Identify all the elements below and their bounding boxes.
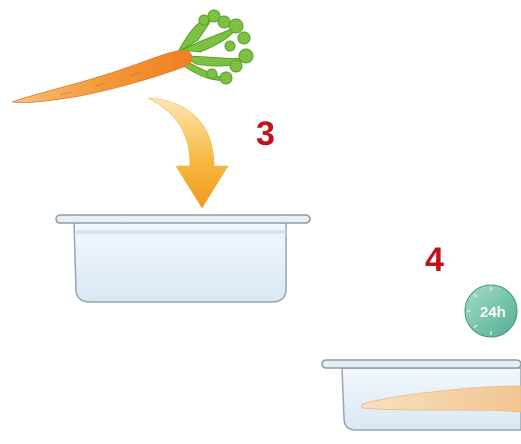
carrot-illustration	[12, 10, 253, 103]
step-3-number: 3	[256, 117, 275, 151]
step-4-number: 4	[425, 243, 444, 277]
curved-arrow-icon	[148, 98, 228, 208]
carrot-body	[12, 50, 192, 103]
timer-label: 24h	[480, 304, 506, 321]
carrot-greens	[178, 10, 253, 84]
clock-icon: 24h	[465, 285, 517, 337]
soaking-bowl-illustration	[322, 360, 521, 430]
bowl-illustration	[56, 215, 310, 302]
